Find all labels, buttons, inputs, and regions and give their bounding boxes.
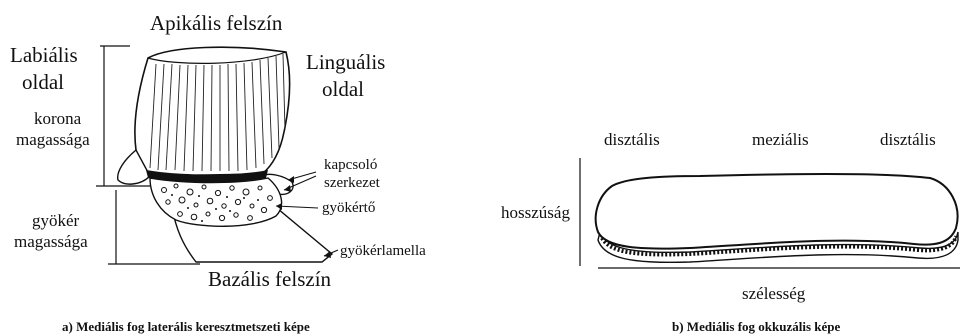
width-label: szélesség	[742, 284, 806, 303]
root-base-label: gyökértő	[322, 200, 376, 216]
crown-height-dimension	[96, 45, 150, 187]
mesial-label: meziális	[752, 130, 809, 149]
left-figure-caption: a) Mediális fog laterális keresztmetszet…	[62, 319, 310, 334]
labial-side-label-line1: Labiális	[10, 43, 78, 67]
distal-left-label: disztális	[604, 130, 660, 149]
root-base-pores	[161, 183, 273, 222]
occlusal-tooth-band	[600, 235, 958, 257]
crown-base-band	[146, 170, 268, 183]
crown-striations	[149, 53, 286, 172]
root-height-label-line2: magassága	[14, 232, 88, 251]
pointer-arrowheads	[276, 176, 331, 258]
occlusal-tooth-outline	[594, 173, 959, 250]
apical-surface-label: Apikális felszín	[150, 11, 283, 35]
connector-structure-label-line1: kapcsoló	[324, 157, 378, 173]
lingual-side-label-line1: Linguális	[306, 50, 386, 74]
labial-side-label-line2: oldal	[22, 70, 64, 94]
distal-right-label: disztális	[880, 130, 936, 149]
right-figure-caption: b) Mediális fog okkuzális képe	[672, 319, 841, 334]
root-height-label-line1: gyökér	[32, 211, 80, 230]
crown-height-label-line2: magassága	[16, 130, 90, 149]
tooth-crown-outline	[134, 46, 291, 177]
root-height-dimension	[108, 190, 200, 265]
labial-lip	[117, 148, 151, 185]
basal-surface-label: Bazális felszín	[208, 267, 332, 291]
length-label: hosszúság	[501, 203, 570, 222]
root-base-dots	[171, 194, 259, 222]
crown-height-label-line1: korona	[34, 109, 82, 128]
connector-structure-label-line2: szerkezet	[324, 175, 380, 191]
lingual-side-label-line2: oldal	[322, 77, 364, 101]
crown-rim	[147, 51, 287, 64]
root-lamella-label: gyökérlamella	[340, 243, 426, 259]
